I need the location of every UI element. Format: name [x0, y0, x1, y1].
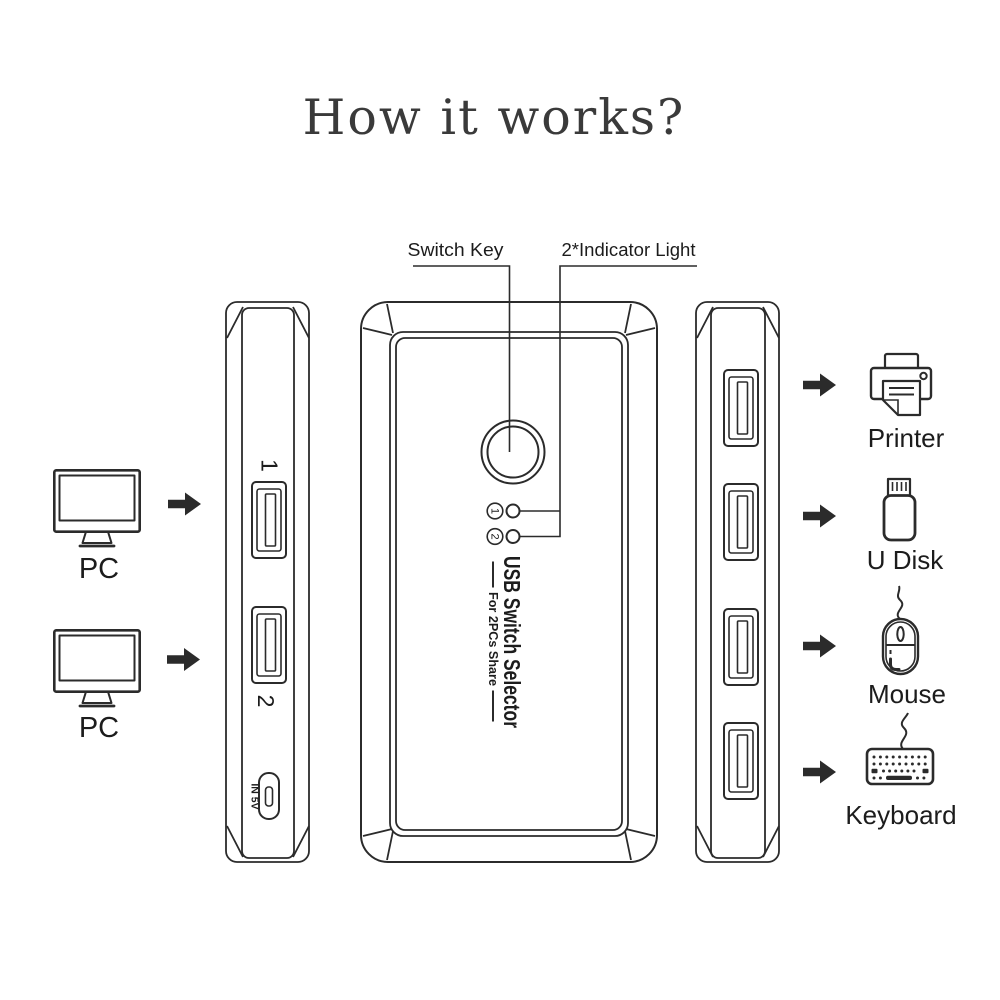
arrow-right-icon — [803, 634, 836, 658]
device-front-label: USB Switch Selector — [499, 556, 525, 728]
switch-key-label: Switch Key — [408, 240, 504, 260]
mouse-icon — [881, 585, 920, 676]
device-front-sublabel: For 2PCs Share — [486, 592, 501, 686]
computer-2: PC — [52, 628, 142, 744]
arrow-right-icon — [803, 373, 836, 397]
peripheral-mouse: Mouse — [868, 585, 946, 709]
callout-indicator-light: 2*Indicator Light — [519, 240, 697, 538]
pc-monitor-icon — [52, 468, 142, 548]
usb-switch-device-front: 1 2 USB Switch Selector For 2PCs Share — [360, 301, 658, 863]
printer-label: Printer — [868, 423, 945, 453]
panel-bevel-lines — [226, 306, 310, 858]
usb-port-output-4 — [723, 722, 759, 800]
input-port-1-label: 1 — [257, 459, 283, 472]
indicator-led-1: 1 — [486, 502, 521, 520]
indicator-led-2: 2 — [486, 527, 521, 546]
udisk-label: U Disk — [867, 545, 945, 575]
keyboard-icon — [865, 712, 935, 786]
page-title: How it works? — [303, 89, 686, 146]
callout-switch-key: Switch Key — [408, 240, 511, 452]
pc-2-label: PC — [79, 712, 119, 744]
device-bevel-lines — [362, 303, 656, 861]
switch-key-button — [480, 419, 546, 485]
peripheral-printer: Printer — [868, 352, 945, 453]
device-output-side-panel — [695, 301, 780, 863]
indicator-light-label: 2*Indicator Light — [562, 240, 696, 260]
printer-icon — [869, 352, 933, 417]
input-port-2-label: 2 — [253, 695, 279, 708]
panel-bevel-lines — [696, 306, 780, 858]
computer-1: PC — [52, 468, 142, 585]
usb-port-output-2 — [723, 483, 759, 561]
micro-usb-power-port — [258, 772, 280, 820]
pc-1-label: PC — [79, 553, 119, 585]
arrow-right-icon — [167, 648, 200, 671]
switch-key-leader-line — [413, 265, 511, 452]
keyboard-keys — [871, 755, 929, 780]
arrow-right-icon — [803, 760, 836, 784]
usb-port-input-2 — [251, 606, 287, 684]
peripheral-udisk: U Disk — [867, 477, 945, 575]
keyboard-label: Keyboard — [845, 800, 956, 830]
mouse-label: Mouse — [868, 679, 946, 709]
led-2-light — [505, 529, 521, 544]
pc-monitor-icon — [52, 628, 142, 708]
usb-flash-drive-icon — [882, 477, 917, 542]
device-input-side-panel: 1 2 IN 5V — [225, 301, 310, 863]
led-1-light — [505, 503, 521, 519]
usb-port-output-1 — [723, 369, 759, 447]
indicator-light-leader-line — [519, 265, 697, 538]
arrow-right-icon — [168, 492, 201, 516]
arrow-right-icon — [803, 504, 836, 528]
led-2-number: 2 — [488, 533, 500, 539]
usb-port-output-3 — [723, 608, 759, 686]
usb-port-input-1 — [251, 481, 287, 559]
peripheral-keyboard: Keyboard — [845, 712, 957, 830]
led-1-number: 1 — [488, 508, 500, 514]
power-port-label: IN 5V — [249, 783, 261, 809]
